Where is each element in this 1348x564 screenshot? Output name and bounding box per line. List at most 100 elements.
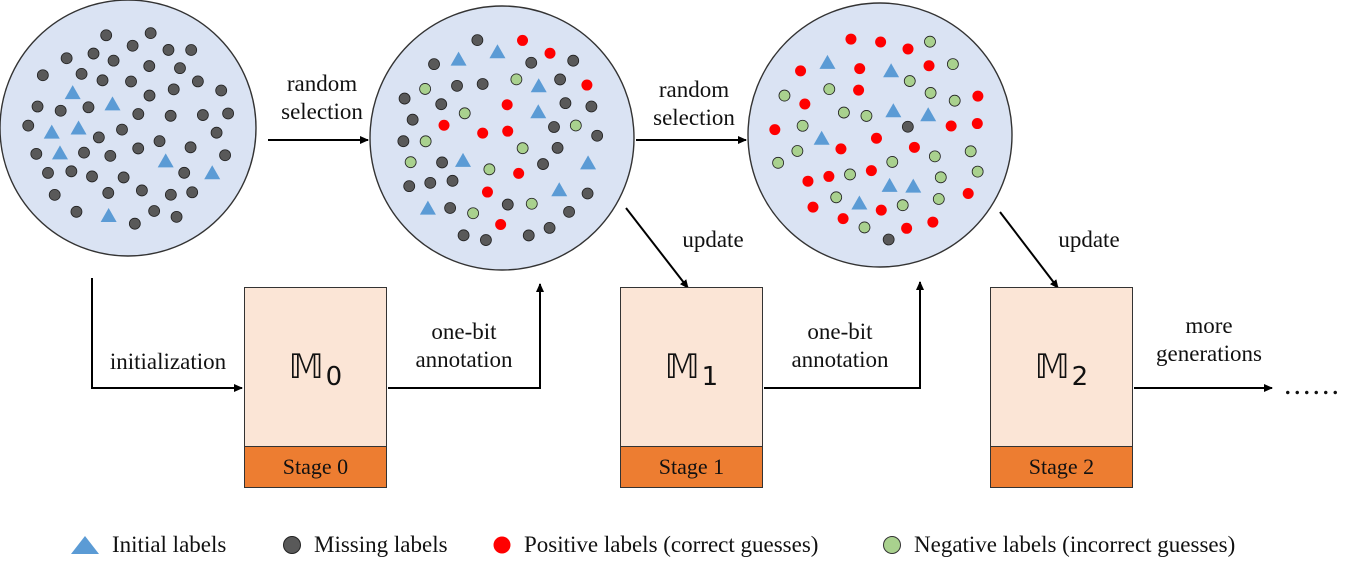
positive-label-marker — [971, 118, 983, 130]
negative-label-marker — [830, 191, 843, 204]
missing-label-marker — [170, 210, 183, 223]
missing-label-marker — [116, 123, 128, 136]
positive-label-marker — [802, 175, 814, 187]
negative-label-marker — [823, 83, 836, 96]
missing-label-marker — [96, 74, 109, 87]
missing-label-marker — [567, 54, 580, 67]
missing-label-marker — [30, 147, 43, 160]
missing-label-marker — [104, 149, 117, 162]
initial-label-marker — [819, 54, 836, 69]
missing-label-marker — [457, 229, 470, 242]
label-update-1: update — [682, 227, 744, 252]
positive-label-marker — [962, 187, 974, 199]
negative-label-marker — [467, 207, 479, 220]
legend-initial-labels: Initial labels — [70, 532, 226, 558]
positive-label-marker — [835, 143, 847, 155]
initial-label-marker — [157, 153, 174, 168]
sample-pool-initial — [0, 0, 257, 257]
initial-label-marker — [450, 51, 467, 66]
negative-label-marker — [837, 106, 850, 119]
missing-label-marker — [397, 135, 410, 148]
missing-label-marker — [424, 176, 437, 189]
missing-label-marker — [36, 69, 49, 82]
positive-label-marker — [795, 65, 807, 77]
positive-label-marker — [972, 90, 984, 102]
negative-label-marker — [886, 156, 899, 168]
missing-label-marker — [70, 205, 83, 218]
positive-label-marker — [853, 84, 865, 96]
initial-label-marker — [100, 208, 117, 223]
missing-label-marker — [548, 121, 560, 133]
positive-label-marker — [854, 63, 866, 75]
positive-label-marker — [870, 132, 882, 144]
positive-label-marker — [438, 119, 450, 131]
missing-label-marker — [164, 188, 177, 201]
negative-label-marker — [964, 145, 977, 158]
negative-label-marker — [419, 135, 432, 148]
missing-label-marker — [60, 52, 73, 65]
positive-label-marker — [799, 98, 811, 110]
missing-label-marker — [525, 56, 538, 69]
label-one-bit-annotation-2: one-bit annotation — [791, 319, 889, 372]
missing-label-marker — [581, 187, 594, 200]
missing-label-marker — [185, 44, 198, 56]
negative-label-marker — [924, 87, 937, 99]
negative-label-marker — [791, 145, 804, 157]
positive-label-marker — [945, 120, 957, 132]
negative-label-marker — [934, 171, 947, 184]
positive-label-marker — [875, 204, 887, 216]
negative-label-marker — [778, 89, 791, 102]
missing-label-marker — [543, 222, 556, 234]
missing-label-marker — [132, 142, 145, 155]
arrow-initialization — [91, 278, 243, 392]
missing-label-marker — [143, 89, 156, 102]
missing-label-marker — [178, 166, 191, 179]
legend-positive-labels: Positive labels (correct guesses) — [492, 532, 818, 558]
negative-label-marker — [404, 156, 417, 169]
missing-label-marker — [48, 188, 61, 201]
missing-label-marker — [210, 126, 223, 139]
missing-label-marker — [117, 171, 130, 184]
missing-label-marker — [92, 131, 105, 144]
negative-label-marker — [971, 165, 984, 178]
missing-label-marker — [107, 54, 120, 67]
negative-label-marker — [419, 83, 432, 95]
arrow-one-bit-1 — [388, 283, 544, 389]
missing-label-marker — [585, 100, 598, 113]
missing-label-marker — [144, 27, 157, 40]
positive-label-marker — [865, 165, 877, 177]
missing-label-marker — [102, 187, 115, 199]
missing-label-marker — [82, 101, 95, 114]
arrow-update-1 — [625, 207, 689, 289]
missing-label-marker — [222, 107, 235, 120]
missing-label-marker — [54, 104, 67, 117]
negative-label-marker — [948, 94, 961, 107]
missing-label-marker — [435, 98, 448, 111]
stage-label-2: Stage 2 — [990, 446, 1133, 488]
label-one-bit-annotation-1: one-bit annotation — [415, 319, 513, 372]
missing-label-marker — [215, 84, 228, 97]
label-ellipsis: ...... — [1284, 368, 1341, 401]
negative-label-marker — [525, 197, 538, 210]
missing-label-marker — [128, 217, 141, 230]
missing-label-marker — [428, 58, 440, 71]
positive-label-marker — [513, 167, 525, 179]
missing-label-marker — [446, 174, 459, 187]
missing-label-marker — [135, 184, 148, 197]
flow-arrows — [91, 136, 1273, 392]
initial-label-marker — [530, 78, 547, 93]
negative-label-marker — [844, 168, 856, 181]
initial-label-marker — [883, 63, 900, 78]
legend-missing-labels: Missing labels — [282, 532, 448, 558]
gray-dot-icon — [283, 536, 301, 554]
initial-label-marker — [70, 120, 87, 135]
initial-label-marker — [551, 182, 568, 197]
positive-label-marker — [927, 216, 939, 228]
missing-label-marker — [522, 229, 535, 242]
